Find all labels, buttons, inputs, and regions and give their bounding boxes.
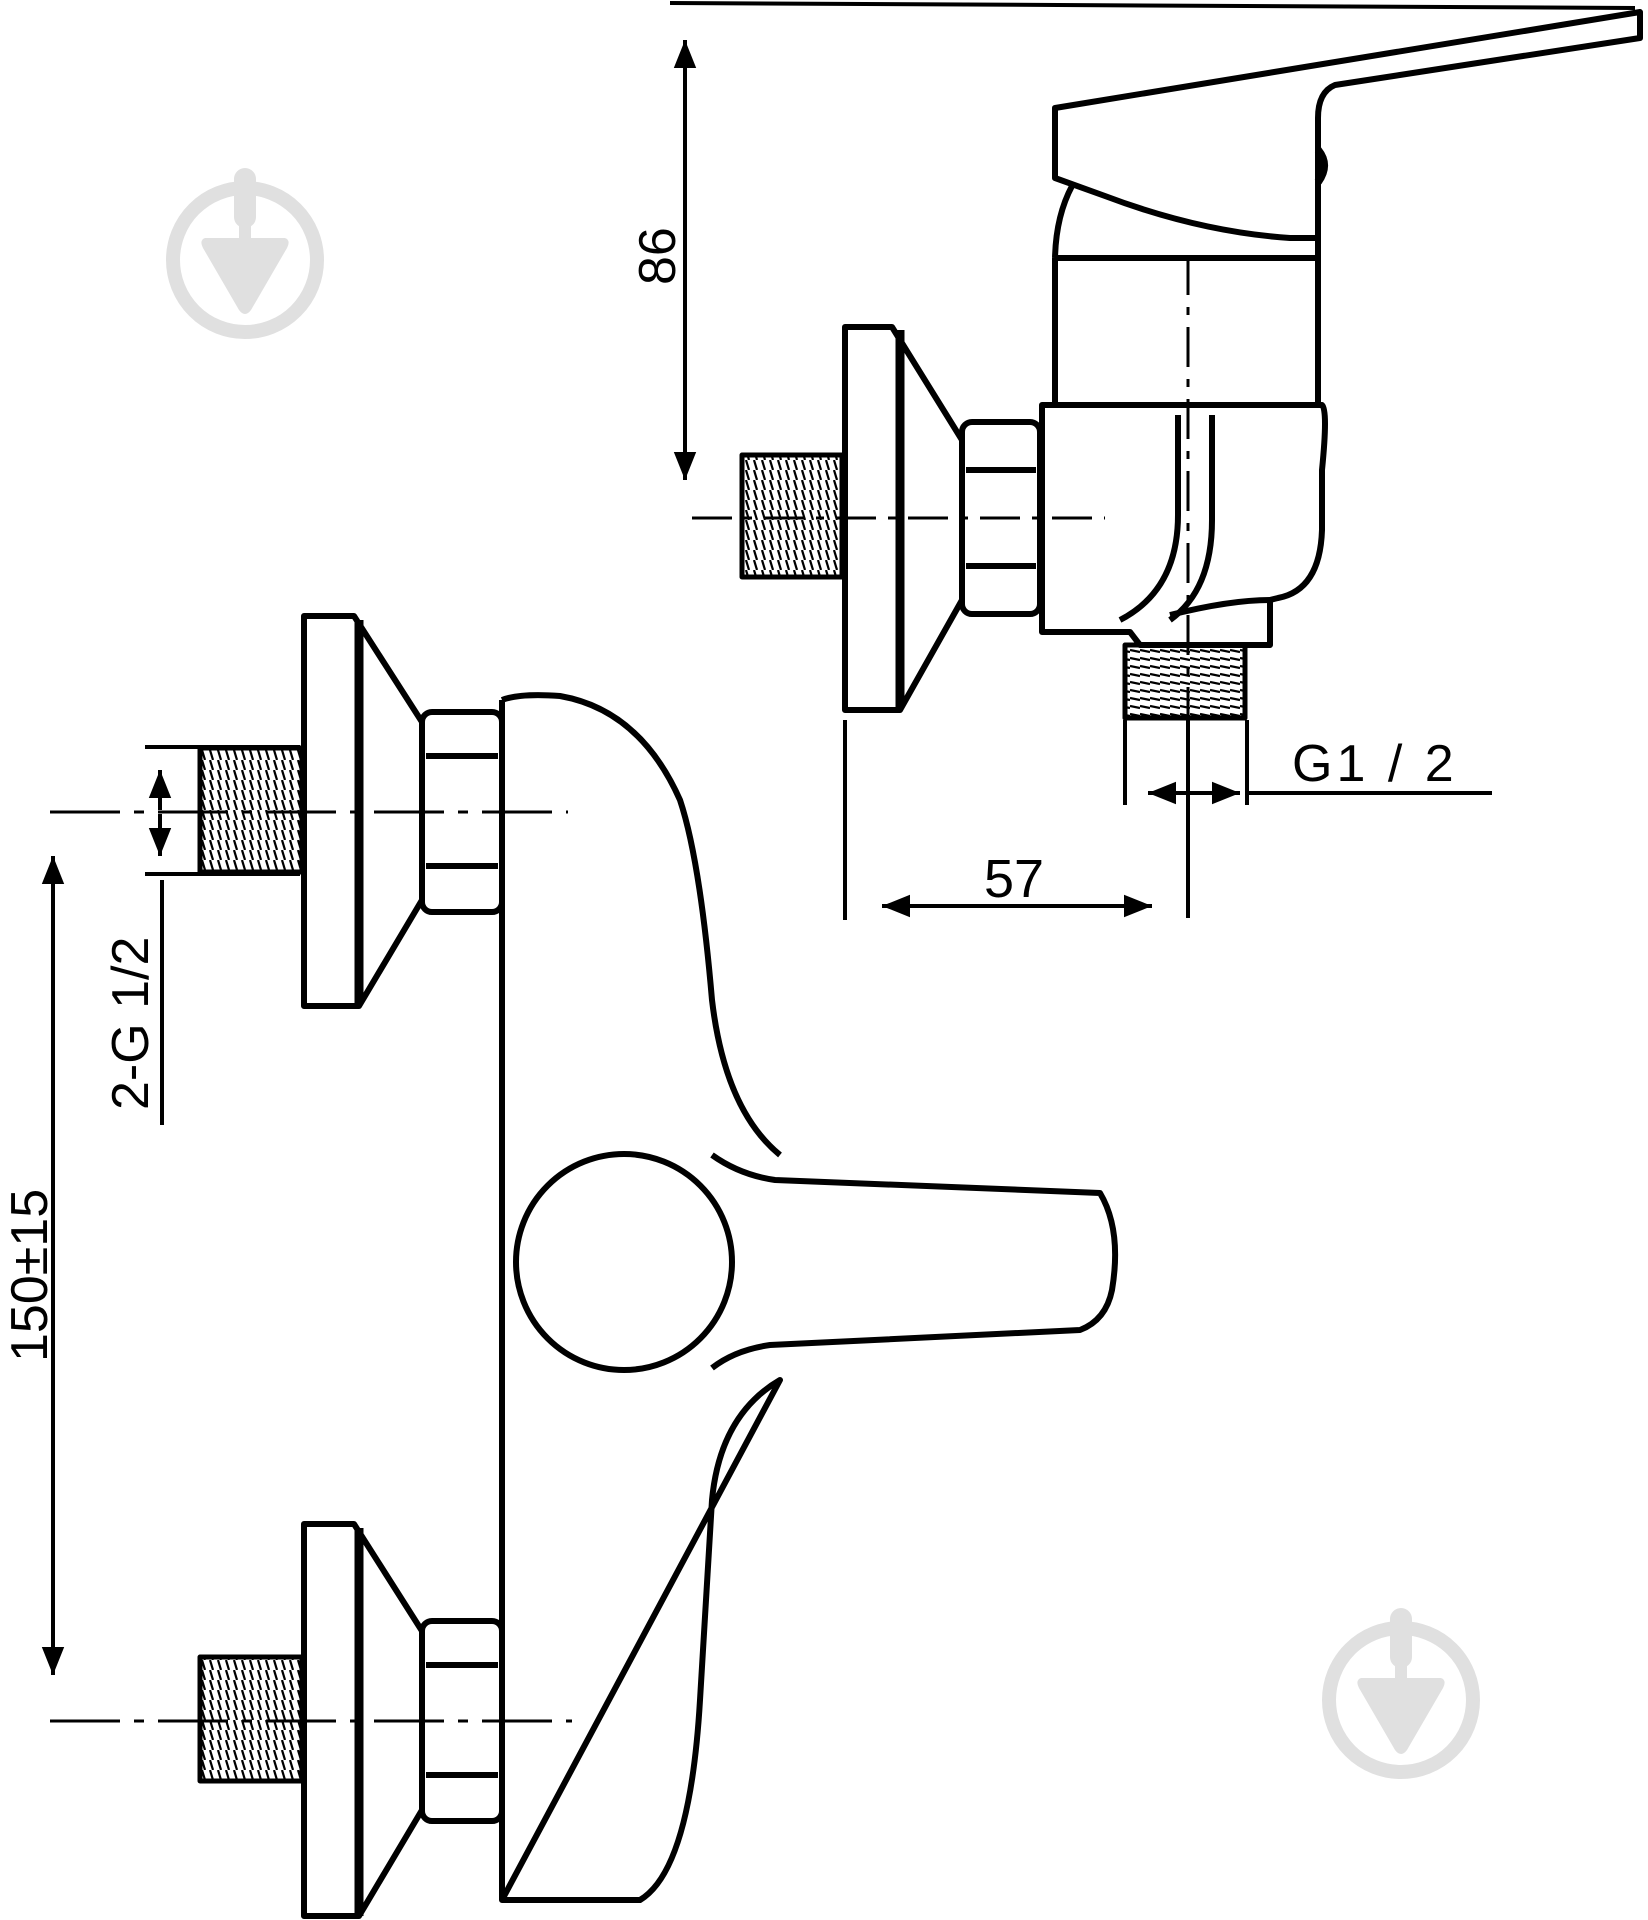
label-outlet-thread: G1 / 2 <box>1292 735 1458 793</box>
side-handle <box>1052 9 1643 241</box>
label-inlet-spacing: 150±15 <box>1 1189 59 1362</box>
side-flange <box>842 324 965 713</box>
top-reference-line <box>669 1 1636 10</box>
side-body <box>1039 402 1328 648</box>
mixer-body <box>499 692 783 1903</box>
side-view <box>669 1 1643 920</box>
label-dim-57: 57 <box>984 849 1044 909</box>
upper-flange <box>301 613 425 1009</box>
label-dim-86: 86 <box>629 227 687 285</box>
trowel-in-circle-icon <box>166 168 324 339</box>
lever-arm <box>710 1152 1119 1371</box>
side-cartridge-neck <box>1052 184 1075 259</box>
outlet-thread <box>1122 642 1248 721</box>
front-view <box>41 613 1119 1919</box>
trowel-in-circle-icon <box>1322 1608 1480 1779</box>
label-inlet-thread: 2-G 1/2 <box>102 937 160 1110</box>
lever-hub <box>513 1151 735 1373</box>
side-inlet-thread <box>739 452 845 580</box>
watermark-top-left <box>166 168 324 339</box>
lower-inlet-thread <box>197 1654 305 1784</box>
lower-flange <box>301 1521 425 1919</box>
upper-inlet-thread <box>197 745 305 875</box>
handle-knob <box>1314 147 1328 185</box>
watermark-bottom-right <box>1322 1608 1480 1779</box>
